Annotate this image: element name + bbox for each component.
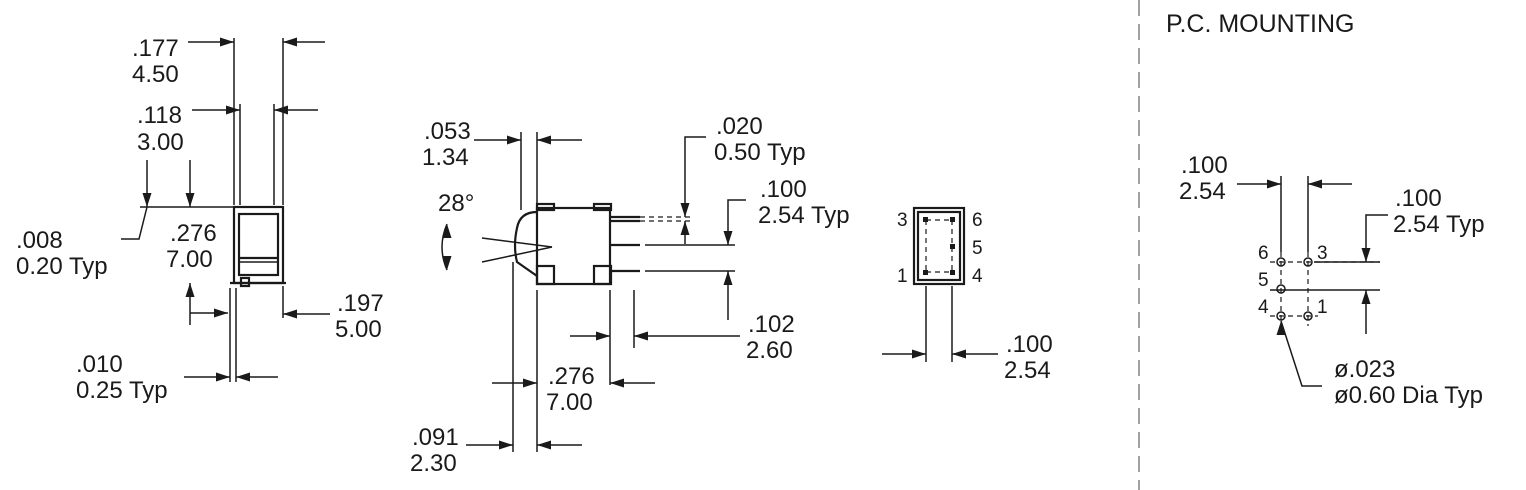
dim-020-in: .020 bbox=[716, 113, 763, 140]
bottom-body bbox=[912, 206, 966, 286]
dim-053-mm: 1.34 bbox=[422, 144, 469, 171]
dim-bottom-100-in: .100 bbox=[1006, 331, 1053, 358]
pcb-pin-5: 5 bbox=[1258, 270, 1269, 291]
dim-010-in: .010 bbox=[76, 351, 123, 378]
dim-hole-mm: ø0.60 Dia Typ bbox=[1334, 382, 1483, 409]
dim-008-in: .008 bbox=[16, 227, 63, 254]
pcb-pin-1: 1 bbox=[1317, 297, 1328, 318]
pc-mounting-view: P.C. MOUNTING 6 3 5 4 1 bbox=[1166, 10, 1485, 409]
dim-091-mm: 2.30 bbox=[410, 450, 457, 477]
dim-pcb-100b-in: .100 bbox=[1395, 185, 1442, 212]
dim-pcb-100a-mm: 2.54 bbox=[1179, 178, 1226, 205]
dim-010-mm: 0.25 Typ bbox=[76, 377, 168, 404]
front-actuator bbox=[513, 210, 538, 277]
dim-197-in: .197 bbox=[337, 290, 384, 317]
dim-177-in: .177 bbox=[132, 35, 179, 62]
bottom-pin-1: 1 bbox=[897, 266, 908, 287]
dim-102-in: .102 bbox=[748, 311, 795, 338]
pcb-pin-6: 6 bbox=[1258, 243, 1269, 264]
dim-053-in: .053 bbox=[424, 118, 471, 145]
dim-197-mm: 5.00 bbox=[335, 316, 382, 343]
dim-front-276-in: .276 bbox=[548, 363, 595, 390]
dim-pcb-100b-mm: 2.54 Typ bbox=[1393, 211, 1485, 238]
dim-front-100-in: .100 bbox=[760, 176, 807, 203]
bottom-pin-4: 4 bbox=[972, 266, 983, 287]
pcb-pin-3: 3 bbox=[1317, 243, 1328, 264]
dim-side-276-in: .276 bbox=[170, 220, 217, 247]
dim-118-in: .118 bbox=[137, 102, 182, 129]
bottom-pin-3: 3 bbox=[897, 210, 908, 231]
dim-hole-in: ø.023 bbox=[1334, 356, 1395, 383]
side-view: .177 4.50 .118 3.00 .008 0.20 Typ .276 7… bbox=[16, 35, 384, 404]
bottom-pin-5: 5 bbox=[972, 238, 983, 259]
pcb-pin-4: 4 bbox=[1258, 297, 1269, 318]
dim-front-276-mm: 7.00 bbox=[546, 389, 593, 416]
pcb-hole bbox=[1276, 257, 1313, 321]
dim-118-mm: 3.00 bbox=[137, 129, 184, 156]
angle-label: 28° bbox=[438, 190, 474, 217]
side-body-outline bbox=[232, 205, 285, 285]
dim-091-in: .091 bbox=[412, 424, 459, 451]
pc-mounting-title: P.C. MOUNTING bbox=[1166, 10, 1354, 38]
bottom-view: 3 6 5 1 4 .100 2.54 bbox=[882, 206, 1053, 384]
bottom-pin-6: 6 bbox=[972, 210, 983, 231]
dim-pcb-100a-in: .100 bbox=[1181, 152, 1228, 179]
side-body-inner bbox=[237, 212, 280, 277]
dim-side-276-mm: 7.00 bbox=[166, 246, 213, 273]
dim-102-mm: 2.60 bbox=[746, 337, 793, 364]
dim-020-mm: 0.50 Typ bbox=[714, 139, 806, 166]
dim-177-mm: 4.50 bbox=[132, 61, 179, 88]
dim-008-mm: 0.20 Typ bbox=[16, 253, 108, 280]
front-view: .053 1.34 28° .020 0.50 Typ .100 2.54 Ty… bbox=[410, 113, 850, 477]
dim-front-100-mm: 2.54 Typ bbox=[758, 202, 850, 229]
dim-bottom-100-mm: 2.54 bbox=[1004, 357, 1051, 384]
